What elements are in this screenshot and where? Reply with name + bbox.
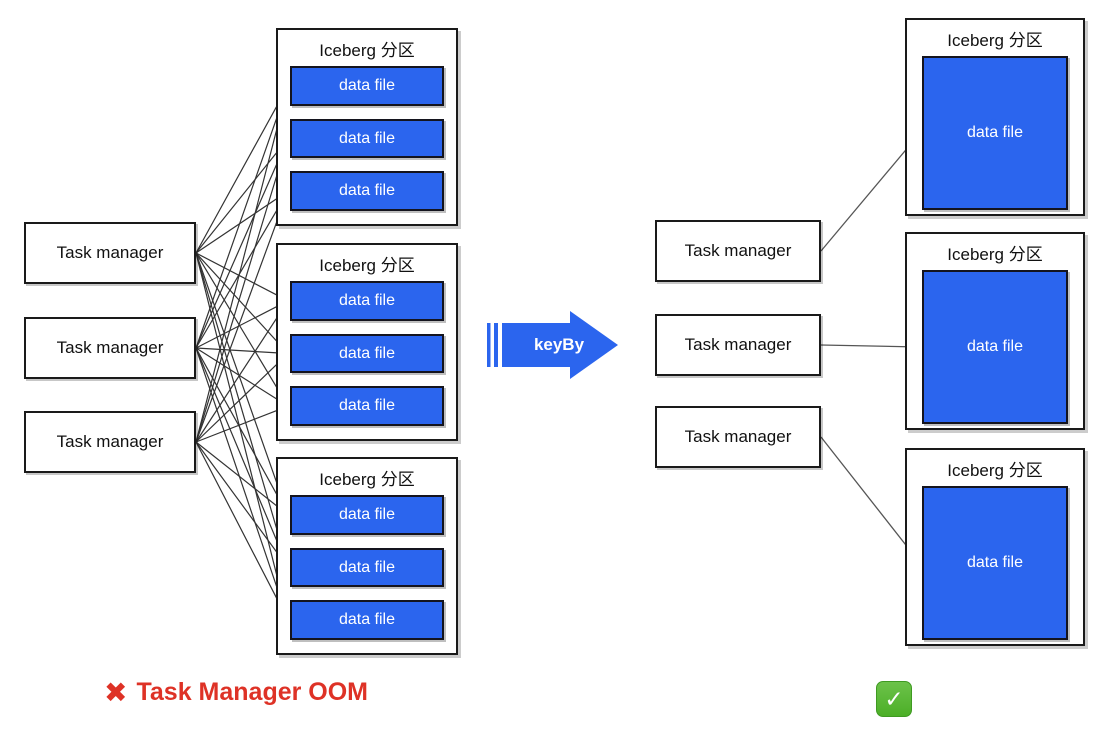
data-file[interactable]: data file [922, 486, 1068, 640]
data-file[interactable]: data file [290, 281, 444, 321]
task-manager-label: Task manager [684, 427, 792, 446]
data-file[interactable]: data file [290, 66, 444, 106]
keyby-transform-arrow[interactable]: keyBy [487, 309, 620, 381]
iceberg-partition-left-1[interactable]: Iceberg 分区 data file data file data file [276, 28, 458, 226]
partition-title: Iceberg 分区 [947, 461, 1043, 480]
task-manager-label: Task manager [684, 241, 792, 260]
task-manager-label: Task manager [56, 243, 164, 262]
data-file[interactable]: data file [922, 56, 1068, 210]
verdict-good-case: ✓ [876, 681, 921, 717]
data-file[interactable]: data file [290, 600, 444, 641]
partition-title: Iceberg 分区 [319, 470, 415, 489]
task-manager-left-3[interactable]: Task manager [24, 411, 196, 473]
partition-title: Iceberg 分区 [319, 41, 415, 60]
keyby-arrow-shape [487, 311, 618, 379]
partition-title: Iceberg 分区 [947, 245, 1043, 264]
data-file[interactable]: data file [290, 171, 444, 212]
verdict-bad-label: Task Manager OOM [136, 678, 369, 706]
data-file[interactable]: data file [290, 547, 444, 588]
iceberg-partition-right-3[interactable]: Iceberg 分区 data file [905, 448, 1085, 646]
iceberg-partition-left-3[interactable]: Iceberg 分区 data file data file data file [276, 457, 458, 655]
iceberg-partition-right-2[interactable]: Iceberg 分区 data file [905, 232, 1085, 430]
data-file[interactable]: data file [290, 333, 444, 374]
task-manager-label: Task manager [56, 338, 164, 357]
data-file[interactable]: data file [922, 270, 1068, 424]
data-file[interactable]: data file [290, 495, 444, 535]
data-file[interactable]: data file [290, 386, 444, 427]
iceberg-partition-right-1[interactable]: Iceberg 分区 data file [905, 18, 1085, 216]
iceberg-partition-left-2[interactable]: Iceberg 分区 data file data file data file [276, 243, 458, 441]
task-manager-right-2[interactable]: Task manager [655, 314, 821, 376]
cross-icon: ✖ [104, 676, 128, 708]
task-manager-right-1[interactable]: Task manager [655, 220, 821, 282]
task-manager-right-3[interactable]: Task manager [655, 406, 821, 468]
task-manager-left-2[interactable]: Task manager [24, 317, 196, 379]
verdict-bad-case: ✖ Task Manager OOM [104, 678, 368, 707]
partition-title: Iceberg 分区 [947, 31, 1043, 50]
partition-title: Iceberg 分区 [319, 256, 415, 275]
task-manager-label: Task manager [56, 432, 164, 451]
data-file[interactable]: data file [290, 118, 444, 159]
task-manager-label: Task manager [684, 335, 792, 354]
task-manager-left-1[interactable]: Task manager [24, 222, 196, 284]
check-icon: ✓ [876, 681, 912, 717]
